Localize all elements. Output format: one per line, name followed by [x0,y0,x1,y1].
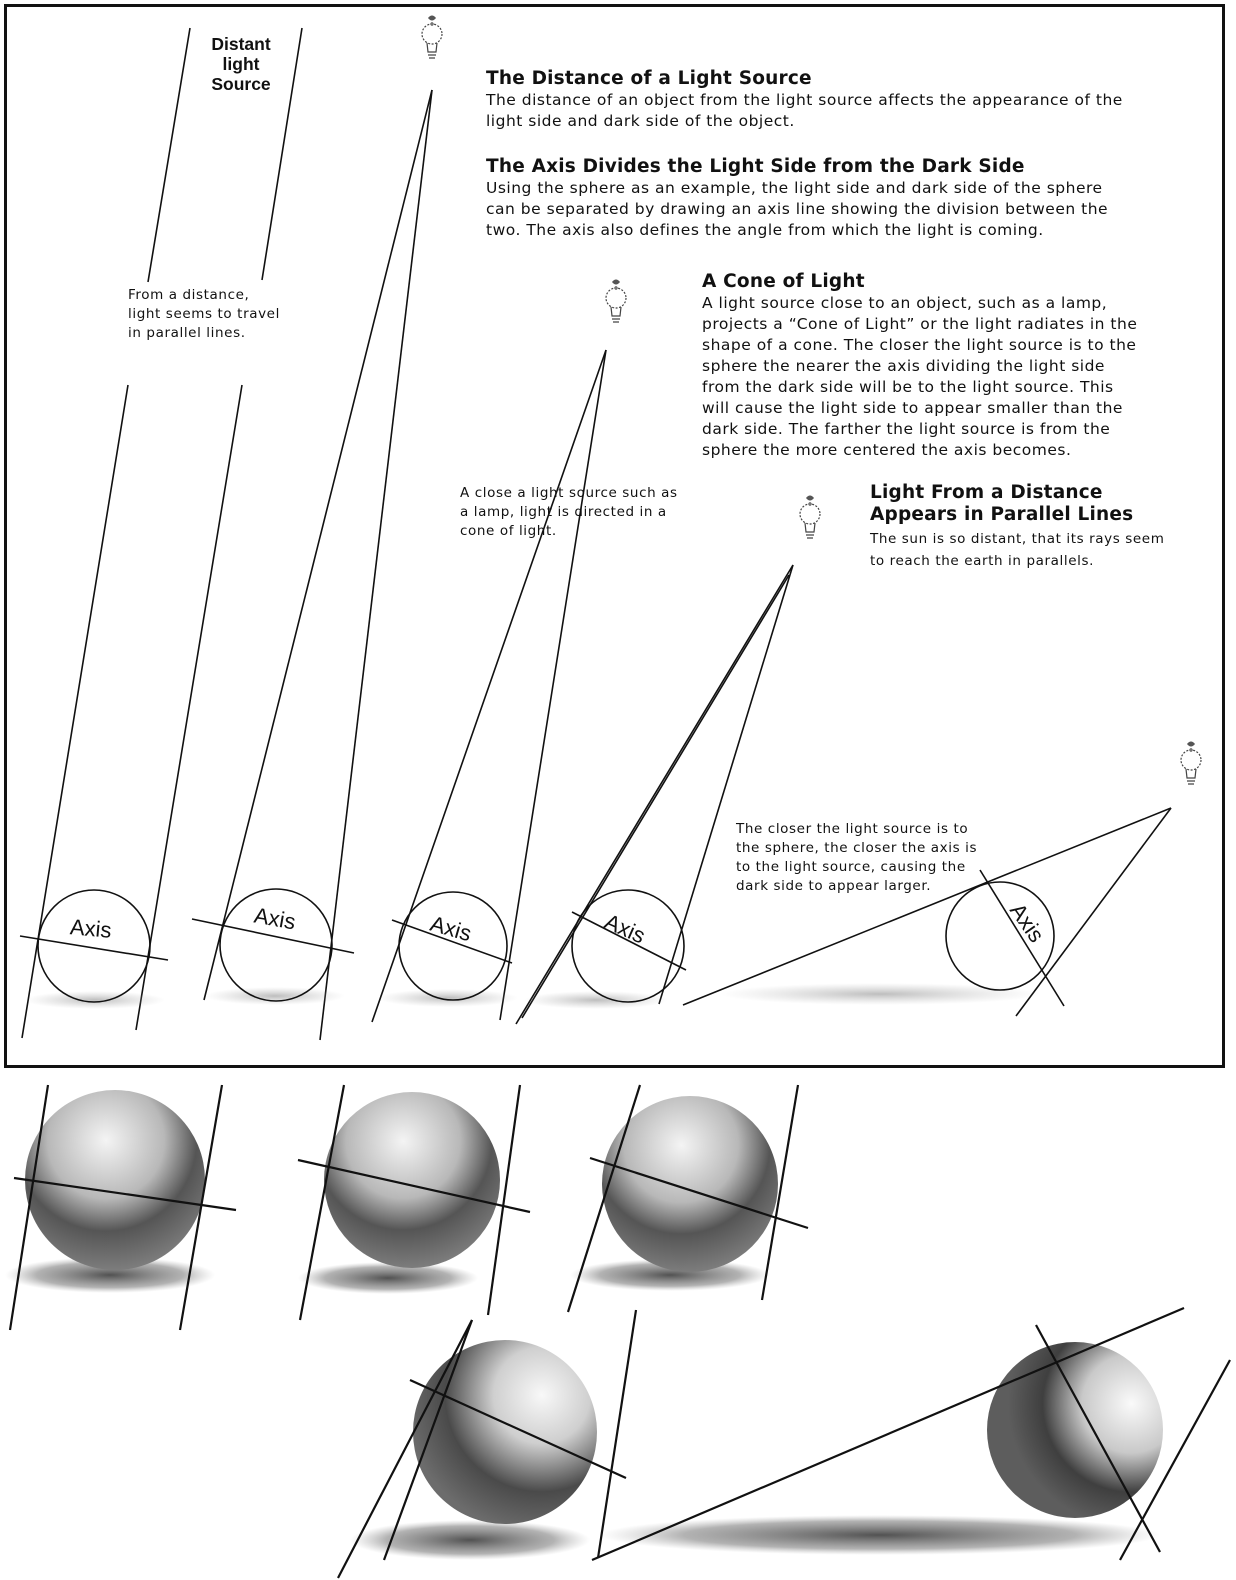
example-distant [19,27,303,1039]
body-parallel-lines: The sun is so distant, that its rays see… [870,531,1165,569]
heading-axis-divides: The Axis Divides the Light Side from the… [486,156,1025,177]
example-far-bulb [191,89,433,1041]
body-axis-divides: Using the sphere as an example, the ligh… [486,179,1109,239]
light-bulb-icon [605,278,627,323]
body-cone-of-light: A light source close to an object, such … [702,294,1138,459]
light-source-diagram [19,27,1172,1041]
note-cone-of-light: A close a light source such as a lamp, l… [460,485,678,539]
note-parallel-lines: From a distance, light seems to travel i… [128,287,280,341]
distant-light-source-label: Distant light Source [211,34,271,94]
note-closer-light: The closer the light source is to the sp… [736,821,978,894]
example-close-bulb [515,564,794,1025]
heading-cone-of-light: A Cone of Light [702,271,865,292]
light-bulb-icon [1180,740,1202,785]
body-distance-light-source: The distance of an object from the light… [486,91,1123,130]
diagram-frame [4,4,1225,1068]
axis-label: Axis [69,914,113,943]
light-bulb-icon [421,14,443,59]
example-medium-bulb [371,349,607,1023]
heading-parallel-lines: Light From a Distance Appears in Paralle… [870,482,1134,525]
light-bulb-icon [799,494,821,539]
example-very-close-bulb [682,807,1172,1017]
heading-distance-light-source: The Distance of a Light Source [486,68,812,89]
